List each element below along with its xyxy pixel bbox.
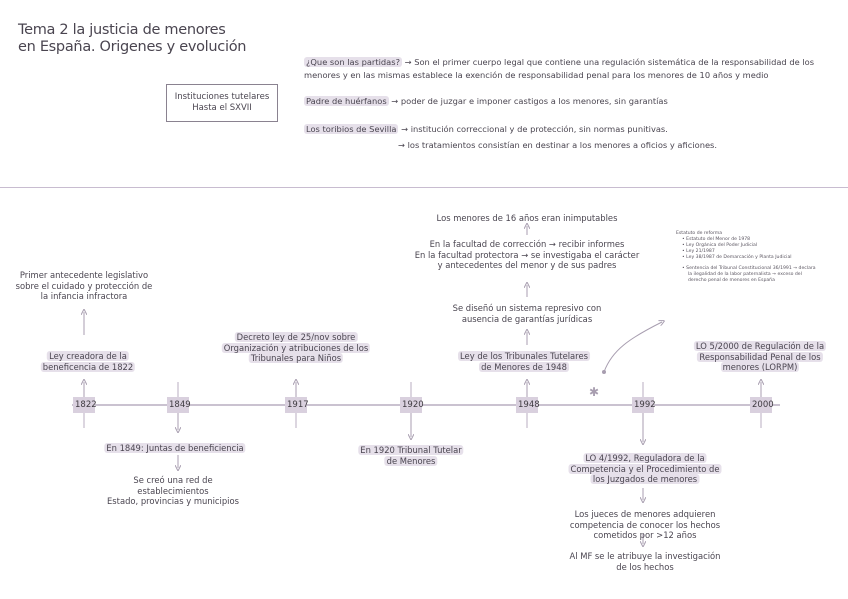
notes-item-3: Ley 21/1987 [686, 249, 715, 254]
event-1822-ley-1: Ley creadora de la [47, 351, 129, 361]
notes-item-2: Ley Orgánica del Poder Judicial [686, 243, 758, 248]
event-1948-r2: En la facultad protectora → se investiga… [414, 249, 640, 260]
box-line-2: Hasta el SXVII [192, 103, 252, 113]
event-2000-lorpm: LO 5/2000 de Regulación de la Responsabi… [693, 341, 827, 373]
asterisk-icon: ✱ [589, 385, 599, 399]
year-1948-marker [516, 397, 538, 413]
year-1849: 1849 [169, 400, 191, 410]
event-1948-ley: Ley de los Tribunales Tutelares de Menor… [458, 351, 590, 372]
title-line-2: en España. Origenes y evolución [18, 39, 247, 55]
year-1917-marker [285, 397, 307, 413]
year-1920-marker [400, 397, 422, 413]
year-1920: 1920 [402, 400, 424, 410]
notes-header: Estatuto de reforma [676, 231, 723, 236]
year-1992: 1992 [634, 400, 656, 410]
event-1948-s2: ausencia de garantías jurídicas [461, 313, 593, 324]
padre-label: Padre de huérfanos [304, 96, 389, 106]
event-1992-j1: Los jueces de menores adquieren [574, 509, 716, 519]
event-1992-j2: competencia de conocer los hechos [569, 519, 721, 530]
event-1917-3: Tribunales para Niños [248, 353, 344, 363]
partidas-label: ¿Que son las partidas? [304, 57, 402, 67]
event-1917-1: Decreto ley de 25/nov sobre [234, 332, 358, 342]
event-1992-mf: Al MF se le atribuye la investigación de… [570, 551, 721, 572]
event-1948-inimputables: Los menores de 16 años eran inimputables [436, 213, 618, 223]
event-1992-jueces: Los jueces de menores adquieren competen… [570, 509, 720, 541]
event-1917-2: Organización y atribuciones de los [221, 342, 371, 353]
event-1822-ley-2: beneficencia de 1822 [40, 361, 136, 372]
event-1849-red-1: Se creó una red de [133, 475, 213, 485]
partidas-text-1: → Son el primer cuerpo legal que contien… [404, 57, 815, 67]
event-1822-top-1: Primer antecedente legislativo [19, 270, 149, 280]
event-1948-sistema: Se diseñó un sistema represivo con ausen… [453, 303, 602, 324]
event-1992-j3: cometidos por >12 años [593, 530, 697, 540]
notes-sentence-3: derecho penal de menores en España [688, 278, 775, 283]
section-divider [0, 187, 848, 188]
arrow-to-notes [603, 322, 662, 373]
year-1948: 1948 [518, 400, 540, 410]
toribios-text-2: → los tratamientos consistían en destina… [398, 140, 718, 150]
event-1920-tribunal: En 1920 Tribunal Tutelar de Menores [358, 445, 464, 466]
padre-text: → poder de juzgar e imponer castigos a l… [391, 96, 668, 106]
event-2000-3: menores (LORPM) [720, 362, 800, 372]
event-2000-2: Responsabilidad Penal de los [697, 351, 823, 362]
event-1920-2: de Menores [384, 455, 438, 466]
event-1822-antecedent: Primer antecedente legislativo sobre el … [16, 270, 153, 302]
year-1849-marker [167, 397, 189, 413]
event-1948-s1: Se diseñó un sistema represivo con [452, 303, 602, 313]
page-title: Tema 2 la justicia de menores en España.… [18, 22, 246, 56]
partidas-line-1: ¿Que son las partidas? → Son el primer c… [304, 56, 814, 68]
event-1849-juntas: En 1849: Juntas de beneficiencia [104, 443, 246, 454]
year-2000: 2000 [752, 400, 774, 410]
event-1822-top-3: la infancia infractora [40, 291, 128, 301]
event-1917-decreto: Decreto ley de 25/nov sobre Organización… [221, 332, 371, 364]
notes-block: Estatuto de reforma • Estatuto del Menor… [676, 231, 816, 283]
year-2000-marker [750, 397, 772, 413]
year-1822-marker [73, 397, 95, 413]
event-1992-2: Competencia y el Procedimiento de [568, 463, 722, 474]
toribios-label: Los toribios de Sevilla [304, 124, 399, 134]
event-1849-juntas-text: En 1849: Juntas de beneficiencia [104, 443, 246, 453]
event-1948-1: Ley de los Tribunales Tutelares [458, 351, 590, 361]
year-1822: 1822 [75, 400, 97, 410]
event-1992-lo: LO 4/1992, Reguladora de la Competencia … [568, 453, 722, 485]
notes-sentence-1: Sentencia del Tribunal Constitucional 36… [686, 266, 816, 271]
event-1849-red-3: Estado, provincias y municipios [107, 496, 239, 506]
notes-item-4: Ley 38/1987 de Demarcación y Planta Judi… [686, 255, 792, 260]
event-1920-1: En 1920 Tribunal Tutelar [358, 445, 464, 455]
event-1948-r3: y antecedentes del menor y de sus padres [437, 260, 617, 270]
event-1948-2: de Menores de 1948 [479, 361, 569, 372]
event-1992-m2: de los hechos [616, 561, 674, 572]
event-1992-3: los Juzgados de menores [590, 474, 700, 484]
event-1849-red: Se creó una red de establecimientos Esta… [107, 475, 239, 507]
box-line-1: Instituciones tutelares [174, 92, 270, 102]
year-1992-marker [632, 397, 654, 413]
event-1822-ley: Ley creadora de la beneficencia de 1822 [40, 351, 136, 372]
event-1948-r1: En la facultad de corrección → recibir i… [429, 239, 625, 249]
event-1822-top-2: sobre el cuidado y protección de [15, 280, 153, 291]
event-1948-facultades: En la facultad de corrección → recibir i… [415, 239, 640, 271]
event-1849-red-2: establecimientos [137, 485, 209, 496]
padre-line: Padre de huérfanos → poder de juzgar e i… [304, 95, 668, 107]
year-1917: 1917 [287, 400, 309, 410]
event-1992-m1: Al MF se le atribuye la investigación [569, 551, 721, 561]
event-1992-1: LO 4/1992, Reguladora de la [583, 453, 707, 463]
title-line-1: Tema 2 la justicia de menores [18, 22, 226, 38]
toribios-text-1: → institución correccional y de protecci… [401, 124, 668, 134]
toribios-line: Los toribios de Sevilla → institución co… [304, 123, 668, 135]
partidas-text-2: menores y en las mismas establece la exe… [304, 70, 769, 80]
notes-item-1: Estatuto del Menor de 1978 [686, 237, 751, 242]
notes-sentence-2: la ilegalidad de la labor paternalista →… [688, 272, 802, 277]
event-2000-1: LO 5/2000 de Regulación de la [693, 341, 827, 351]
instituciones-box: Instituciones tutelares Hasta el SXVII [166, 84, 278, 122]
